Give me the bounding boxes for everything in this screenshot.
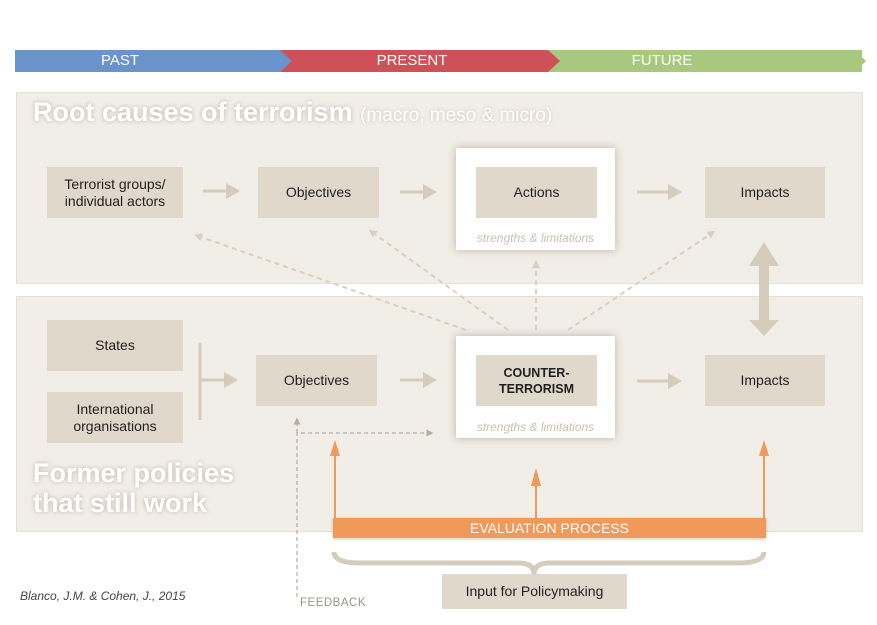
timeline-past-label: PAST (100, 52, 140, 69)
upper-objectives-box: Objectives (258, 167, 379, 218)
counter-terrorism-line2: TERRORISM (499, 381, 574, 396)
timeline-bar (15, 50, 866, 72)
international-organisations-box: International organisations (47, 392, 183, 443)
actions-box: Actions (476, 167, 597, 218)
states-box: States (47, 320, 183, 371)
lower-objectives-box: Objectives (256, 355, 377, 406)
lower-flow-arrows (198, 343, 682, 420)
feedback-loop (293, 417, 434, 597)
dashed-influence-arrows (194, 229, 716, 331)
root-causes-title: Root causes of terrorism (macro, meso & … (33, 97, 552, 128)
timeline-present-label: PRESENT (376, 52, 448, 69)
former-policies-title: Former policies that still work (33, 458, 234, 518)
evaluation-process-bar: EVALUATION PROCESS (333, 518, 766, 538)
former-policies-title-line2: that still work (33, 488, 208, 518)
root-causes-title-text: Root causes of terrorism (33, 97, 353, 127)
actions-caption: strengths & limitations (476, 231, 595, 245)
upper-flow-arrows (203, 183, 682, 200)
timeline-future-tip (855, 50, 866, 72)
evaluation-arrows (330, 440, 769, 518)
lower-impacts-box: Impacts (705, 355, 825, 406)
evaluation-process-label: EVALUATION PROCESS (470, 520, 629, 536)
former-policies-title-line1: Former policies (33, 458, 235, 488)
root-causes-subtitle: (macro, meso & micro) (360, 105, 553, 126)
impacts-double-arrow (749, 242, 779, 336)
ct-caption: strengths & limitations (476, 420, 595, 434)
counter-terrorism-box: COUNTER- TERRORISM (476, 355, 597, 406)
citation: Blanco, J.M. & Cohen, J., 2015 (20, 589, 186, 603)
timeline-past-segment (15, 50, 292, 72)
upper-impacts-box: Impacts (705, 167, 825, 218)
terrorist-groups-box: Terrorist groups/ individual actors (47, 167, 183, 218)
feedback-label: FEEDBACK (300, 597, 366, 609)
timeline-future-label: FUTURE (631, 52, 693, 69)
policymaking-brace (331, 551, 767, 575)
policymaking-input-box: Input for Policymaking (442, 574, 627, 609)
counter-terrorism-line1: COUNTER- (503, 365, 570, 380)
